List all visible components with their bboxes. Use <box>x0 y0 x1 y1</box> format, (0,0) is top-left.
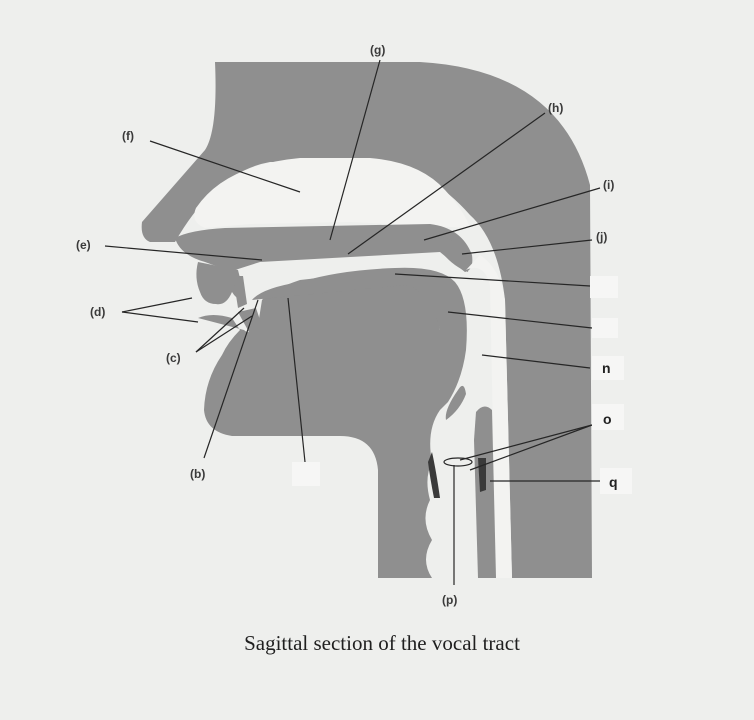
masked-label-box-k <box>292 462 320 486</box>
masked-label-box-o <box>592 404 624 430</box>
leader-b <box>203 299 259 459</box>
leader-o-1 <box>459 424 593 461</box>
head-skull-shape <box>141 62 592 578</box>
upper-lip <box>196 262 245 305</box>
lower-jaw <box>198 276 440 578</box>
label-p: (p) <box>442 593 457 607</box>
pharynx-airway <box>466 255 512 578</box>
leader-m <box>447 311 593 329</box>
leader-g <box>329 59 381 241</box>
leader-o-2 <box>469 424 593 471</box>
tongue <box>252 267 467 410</box>
leader-k <box>287 297 306 463</box>
lower-teeth <box>238 308 262 334</box>
epiglottis <box>445 385 466 420</box>
label-o: o <box>603 411 612 427</box>
leader-n <box>481 354 591 369</box>
masked-label-box-q <box>600 468 632 494</box>
nasal-cavity <box>194 158 471 228</box>
leader-i <box>423 187 601 241</box>
label-d: (d) <box>90 305 105 319</box>
leader-j <box>461 239 593 255</box>
label-f: (f) <box>122 129 134 143</box>
label-j: (j) <box>596 230 607 244</box>
masked-label-box-n <box>592 356 624 380</box>
label-q: q <box>609 474 618 490</box>
masked-label-box-l <box>590 276 618 298</box>
label-n: n <box>602 360 611 376</box>
figure-caption: Sagittal section of the vocal tract <box>244 631 520 655</box>
leader-d-lower <box>121 311 199 323</box>
label-h: (h) <box>548 101 563 115</box>
leader-h <box>347 112 546 255</box>
label-i: (i) <box>603 178 614 192</box>
label-g: (g) <box>370 43 385 57</box>
larynx-back-wall <box>474 406 496 578</box>
leader-l <box>394 273 591 287</box>
leader-c-1 <box>195 307 245 353</box>
leader-c-2 <box>195 315 253 353</box>
hard-palate <box>175 224 473 272</box>
leader-e <box>104 245 263 261</box>
vocal-fold-front <box>428 452 440 498</box>
label-e: (e) <box>76 238 91 252</box>
leader-lines <box>104 59 601 585</box>
label-b: (b) <box>190 467 205 481</box>
leader-d-upper <box>121 297 193 313</box>
leader-f <box>149 140 301 193</box>
velum <box>430 236 470 272</box>
label-c: (c) <box>166 351 181 365</box>
upper-teeth <box>233 276 247 308</box>
glottis-marker <box>443 457 473 467</box>
masked-label-box-m <box>592 318 618 338</box>
